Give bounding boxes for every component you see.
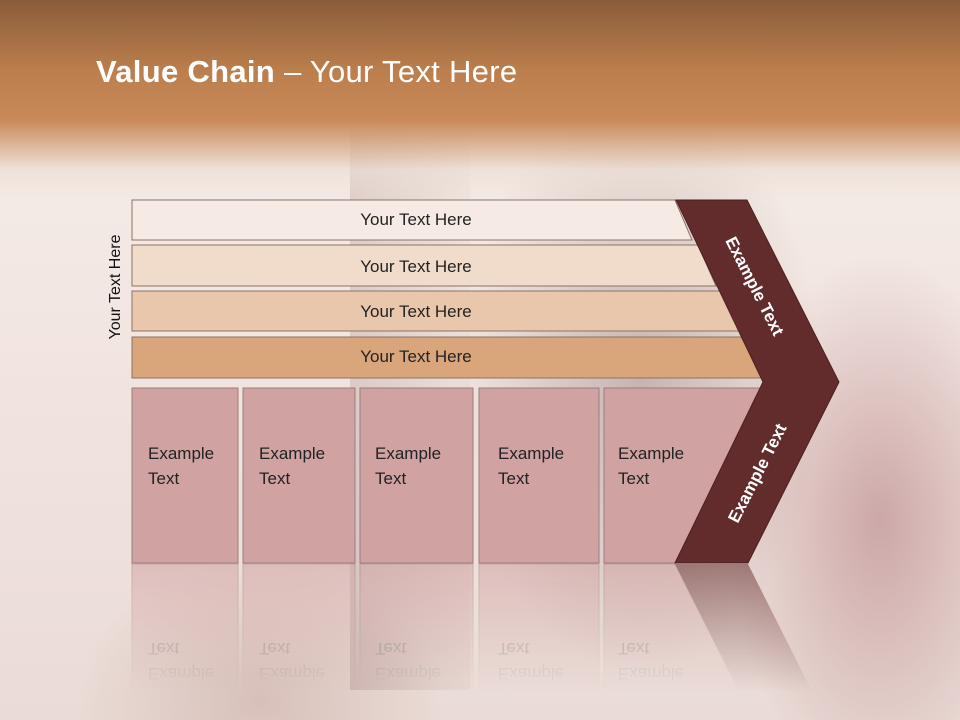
column-box-2 bbox=[242, 387, 356, 564]
column-label-2-line1: Example bbox=[259, 444, 325, 463]
reflection-column-3 bbox=[359, 563, 474, 720]
reflection-label-line1: Example bbox=[148, 664, 214, 683]
row-bar-1 bbox=[131, 199, 693, 241]
reflection-column-1 bbox=[131, 563, 239, 720]
reflection-label-line2: Text bbox=[259, 639, 290, 658]
row-label-1: Your Text Here bbox=[360, 210, 472, 229]
reflection-label-line2: Text bbox=[375, 639, 406, 658]
column-label-3-line2: Text bbox=[375, 469, 406, 488]
reflection-label-line2: Text bbox=[498, 639, 529, 658]
reflection-label-line1: Example bbox=[618, 664, 684, 683]
column-label-4-line1: Example bbox=[498, 444, 564, 463]
reflection-label-line2: Text bbox=[148, 639, 179, 658]
column-label-2-line2: Text bbox=[259, 469, 290, 488]
reflection-column-4 bbox=[478, 563, 600, 720]
reflection-labels: Example Text Example Text Example Text E… bbox=[148, 639, 684, 683]
row-label-2: Your Text Here bbox=[360, 257, 472, 276]
column-label-5-line1: Example bbox=[618, 444, 684, 463]
reflection-label-line1: Example bbox=[498, 664, 564, 683]
row-group: Your Text Here Your Text Here Your Text … bbox=[131, 199, 764, 379]
column-box-3 bbox=[359, 387, 474, 564]
reflection-chevron bbox=[675, 564, 827, 720]
column-label-3-line1: Example bbox=[375, 444, 441, 463]
column-box-1 bbox=[131, 387, 239, 564]
column-label-5-line2: Text bbox=[618, 469, 649, 488]
reflection-column-2 bbox=[242, 563, 356, 720]
title-bold: Value Chain bbox=[96, 54, 276, 89]
reflection-label-line2: Text bbox=[618, 639, 649, 658]
column-group: Example Text Example Text Example Text E… bbox=[131, 387, 764, 564]
title-rest: – Your Text Here bbox=[275, 54, 518, 89]
reflection-label-line1: Example bbox=[375, 664, 441, 683]
chevron-arrow bbox=[674, 199, 840, 564]
row-bar-2 bbox=[131, 244, 717, 287]
column-label-4-line2: Text bbox=[498, 469, 529, 488]
diagram-reflection: Example Text Example Text Example Text E… bbox=[131, 563, 827, 720]
slide-title: Value Chain – Your Text Here bbox=[96, 54, 517, 90]
title-band bbox=[0, 0, 960, 200]
column-box-4 bbox=[478, 387, 600, 564]
column-label-1-line2: Text bbox=[148, 469, 179, 488]
column-label-1-line1: Example bbox=[148, 444, 214, 463]
reflection-label-line1: Example bbox=[259, 664, 325, 683]
row-label-4: Your Text Here bbox=[360, 347, 472, 366]
row-label-3: Your Text Here bbox=[360, 302, 472, 321]
